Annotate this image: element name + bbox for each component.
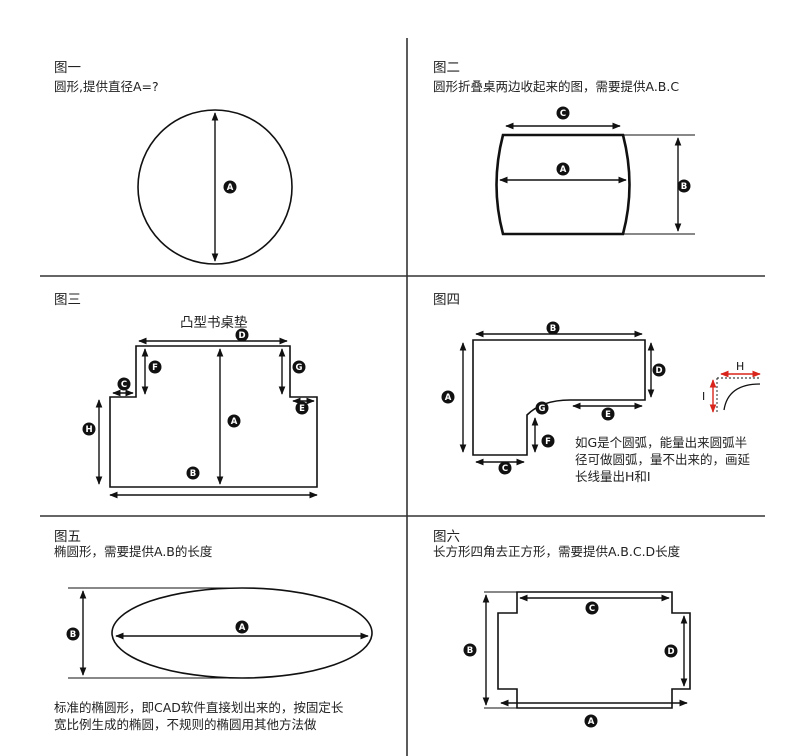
label-a: A (235, 620, 249, 634)
panel5-note-line1: 标准的椭圆形，即CAD软件直接划出来的，按固定长 (54, 700, 344, 715)
svg-text:C: C (502, 464, 508, 474)
label-a: A (441, 390, 455, 404)
panel6-figure: B C D A (463, 591, 691, 728)
svg-text:C: C (121, 380, 127, 390)
panel4-note-line3: 长线量出H和I (575, 469, 651, 484)
label-c: C (585, 601, 599, 615)
arc-curve (723, 383, 761, 411)
label-d: D (235, 328, 249, 342)
label-h: H (82, 422, 96, 436)
svg-text:A: A (445, 393, 452, 403)
svg-text:E: E (299, 404, 305, 414)
svg-text:D: D (238, 331, 245, 341)
notched-rect-shape (497, 591, 691, 709)
svg-text:B: B (70, 630, 76, 640)
label-f: F (541, 434, 555, 448)
panel5-figure: B A (66, 587, 373, 679)
svg-text:A: A (239, 623, 246, 633)
panel2-title: 图二 (433, 60, 460, 76)
label-f: F (148, 360, 162, 374)
svg-text:C: C (560, 109, 566, 119)
svg-text:A: A (227, 183, 234, 193)
label-a: A (227, 414, 241, 428)
label-i-text: I (702, 390, 705, 403)
label-d: D (652, 363, 666, 377)
folding-table-shape (495, 133, 631, 236)
circle-shape (137, 109, 293, 265)
panel6-title: 图六 (433, 529, 460, 545)
panel4-title: 图四 (433, 292, 460, 308)
label-b: B (66, 627, 80, 641)
svg-text:C: C (589, 604, 595, 614)
panel4-note-line1: 如G是个圆弧，能量出来圆弧半 (575, 435, 748, 450)
svg-text:D: D (655, 366, 662, 376)
svg-text:A: A (560, 165, 567, 175)
label-a: A (556, 162, 570, 176)
arc-detail: H I (702, 360, 761, 413)
label-b: B (546, 321, 560, 335)
label-c: C (117, 377, 131, 391)
l-shape (472, 339, 646, 456)
label-b: B (463, 643, 477, 657)
panel3-title: 图三 (54, 292, 81, 308)
label-g: G (535, 401, 549, 415)
convex-pad-shape (109, 345, 318, 488)
panel1-title: 图一 (54, 60, 81, 76)
label-a: A (223, 180, 237, 194)
panel3-figure: D F G C E A H B (82, 328, 318, 499)
label-b: B (677, 179, 691, 193)
svg-text:D: D (667, 647, 674, 657)
panel5-desc: 椭圆形，需要提供A.B的长度 (54, 544, 213, 559)
svg-text:B: B (190, 469, 196, 479)
svg-text:A: A (588, 717, 595, 727)
panel3-desc: 凸型书桌垫 (180, 315, 248, 331)
panel4-note-line2: 径可做圆弧，量不出来的，画延 (575, 452, 751, 467)
svg-text:H: H (85, 425, 92, 435)
panel6-desc: 长方形四角去正方形，需要提供A.B.C.D长度 (433, 544, 681, 559)
label-c: C (556, 106, 570, 120)
label-c: C (498, 461, 512, 475)
svg-text:B: B (681, 182, 687, 192)
label-a: A (584, 714, 598, 728)
panel4-figure: B A D E G F C H I (441, 321, 761, 475)
panel2-figure: C A B (495, 106, 695, 236)
svg-text:B: B (550, 324, 556, 334)
label-g: G (292, 360, 306, 374)
svg-text:F: F (545, 437, 551, 447)
svg-text:F: F (152, 363, 158, 373)
panel1-figure: A (137, 109, 293, 265)
panel5-note-line2: 宽比例生成的椭圆，不规则的椭圆用其他方法做 (54, 717, 317, 732)
svg-text:B: B (467, 646, 473, 656)
label-e: E (601, 407, 615, 421)
svg-text:E: E (605, 410, 611, 420)
label-e: E (295, 401, 309, 415)
svg-text:A: A (231, 417, 238, 427)
label-b: B (186, 466, 200, 480)
svg-text:G: G (296, 363, 303, 373)
label-h-text: H (736, 360, 744, 373)
panel2-desc: 圆形折叠桌两边收起来的图，需要提供A.B.C (433, 79, 680, 94)
svg-text:G: G (539, 404, 546, 414)
panel5-title: 图五 (54, 529, 81, 545)
panel1-desc: 圆形,提供直径A=? (54, 79, 159, 94)
label-d: D (664, 644, 678, 658)
arc-extension-lines (716, 377, 760, 412)
